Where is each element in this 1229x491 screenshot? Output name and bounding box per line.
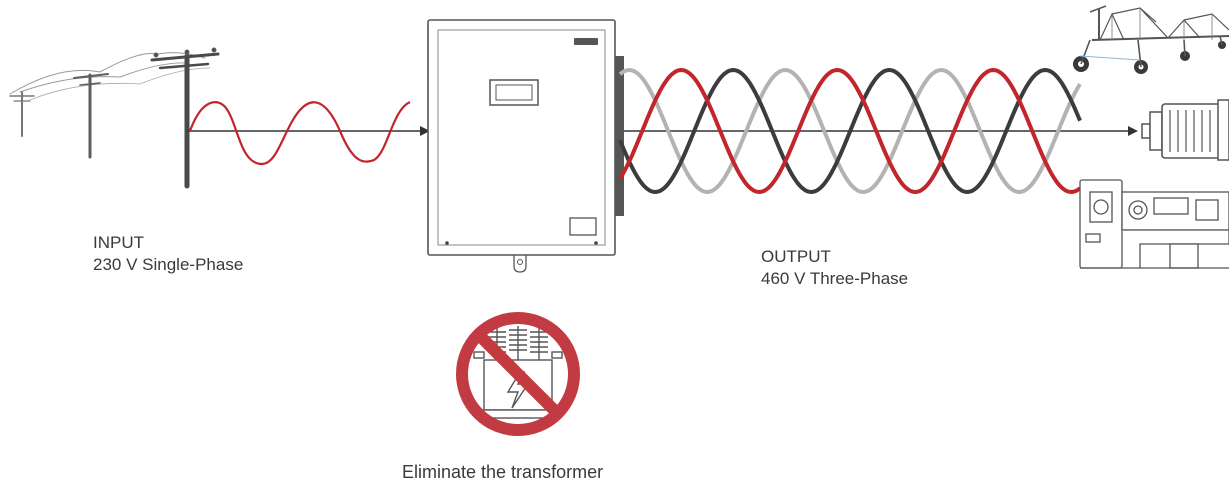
utility-pole-icon <box>9 47 220 189</box>
no-symbol-icon <box>456 312 580 436</box>
input-sine-wave <box>188 100 411 166</box>
irrigation-pivot-icon <box>1073 5 1229 74</box>
output-label-block: OUTPUT 460 V Three-Phase <box>761 246 908 290</box>
output-spec: 460 V Three-Phase <box>761 269 909 288</box>
output-title: OUTPUT <box>761 247 831 266</box>
phase-converter-icon <box>427 19 624 273</box>
input-label-block: INPUT 230 V Single-Phase <box>93 232 243 276</box>
phase-dark-wave <box>618 67 1082 195</box>
input-axis <box>187 126 430 136</box>
electric-motor-icon <box>1141 99 1229 161</box>
input-spec: 230 V Single-Phase <box>93 255 244 274</box>
phase-light-wave <box>618 67 1082 195</box>
input-title: INPUT <box>93 233 144 252</box>
phase-red-wave <box>618 67 1082 195</box>
eliminate-transformer-caption: Eliminate the transformer <box>402 462 604 482</box>
three-phase-waves <box>618 67 1082 195</box>
lathe-icon <box>1079 179 1229 269</box>
